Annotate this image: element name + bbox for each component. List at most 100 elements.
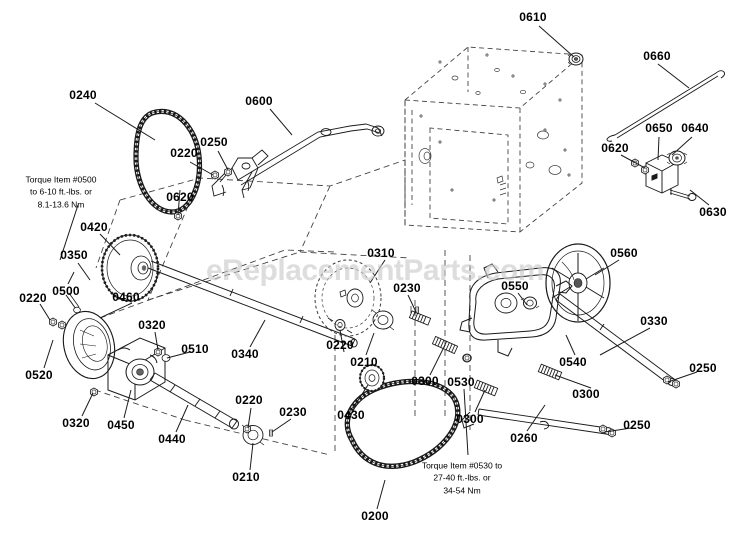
part-0500-bolt (65, 292, 81, 314)
leader-line (269, 108, 293, 136)
leader-line (123, 389, 132, 419)
part-callout-0630[interactable]: 0630 (699, 205, 727, 219)
torque-note-0530-line-2: 27-40 ft.-lbs. or (433, 472, 491, 483)
hardware-0250-right-upper (663, 375, 680, 389)
leader-line (369, 259, 386, 284)
part-0240-chain (133, 108, 203, 215)
leader-line (67, 271, 75, 285)
part-0630-bolt (669, 188, 697, 201)
part-0550-idler (520, 296, 540, 310)
part-callout-0650[interactable]: 0650 (645, 121, 673, 135)
part-callout-0230[interactable]: 0230 (393, 281, 421, 295)
part-callout-0600[interactable]: 0600 (245, 94, 273, 108)
part-0660-rod (606, 70, 726, 142)
leader-line (99, 302, 133, 319)
part-callout-0300[interactable]: 0300 (456, 412, 484, 426)
leader-line (671, 136, 693, 156)
part-callout-0560[interactable]: 0560 (610, 246, 638, 260)
housing-detail-marks (418, 53, 571, 202)
part-callout-0210[interactable]: 0210 (232, 470, 260, 484)
torque-note-0530-line-1: Torque Item #0530 to (421, 460, 503, 471)
leader-line (94, 102, 156, 141)
part-callout-0300[interactable]: 0300 (572, 387, 600, 401)
part-callout-0440[interactable]: 0440 (158, 432, 186, 446)
leader-line (565, 334, 576, 356)
part-callout-0220[interactable]: 0220 (19, 291, 47, 305)
part-callout-0620[interactable]: 0620 (601, 141, 629, 155)
part-0540-belt-cover (459, 263, 573, 357)
leader-line (177, 189, 181, 216)
leader-line (249, 319, 266, 348)
part-callout-0510[interactable]: 0510 (181, 342, 209, 356)
part-callout-0220[interactable]: 0220 (235, 393, 263, 407)
part-0330-rod (555, 293, 677, 386)
leader-line (166, 351, 191, 359)
leader-line (271, 418, 292, 433)
leader-line (189, 161, 214, 176)
leader-line (517, 292, 528, 306)
leader-line (689, 189, 710, 206)
part-callout-0540[interactable]: 0540 (559, 355, 587, 369)
part-0430-sprocket (358, 363, 386, 393)
part-callout-0320[interactable]: 0320 (138, 318, 166, 332)
part-callout-0640[interactable]: 0640 (681, 121, 709, 135)
part-callout-0520[interactable]: 0520 (25, 368, 53, 382)
part-0340-shaft (147, 260, 358, 348)
part-callout-0660[interactable]: 0660 (643, 49, 671, 63)
part-0640-knob (666, 150, 688, 166)
part-callout-0610[interactable]: 0610 (519, 10, 547, 24)
part-callout-0230[interactable]: 0230 (279, 405, 307, 419)
part-0560-pulley (545, 243, 611, 323)
part-callout-0220[interactable]: 0220 (326, 338, 354, 352)
leader-line (620, 154, 646, 169)
part-callout-0350[interactable]: 0350 (60, 248, 88, 262)
leader-line (657, 63, 690, 89)
part-callout-0310[interactable]: 0310 (367, 246, 395, 260)
part-0450-gearcase (107, 337, 166, 401)
part-callout-0220[interactable]: 0220 (170, 146, 198, 160)
leader-line (538, 25, 575, 58)
part-callout-0260[interactable]: 0260 (510, 431, 538, 445)
leader-line (429, 344, 446, 376)
leader-line (154, 331, 159, 351)
part-0310-friction-disc (314, 259, 382, 337)
part-callout-0200[interactable]: 0200 (361, 509, 389, 523)
hardware-0320-upper (154, 347, 171, 362)
leader-line (365, 332, 375, 356)
leader-line (175, 404, 189, 433)
part-0650-bracket (645, 154, 679, 194)
part-callout-0210[interactable]: 0210 (350, 355, 378, 369)
part-callout-0300[interactable]: 0300 (411, 374, 439, 388)
part-callout-0550[interactable]: 0550 (501, 279, 529, 293)
leader-line (667, 371, 698, 383)
part-callout-0450[interactable]: 0450 (107, 418, 135, 432)
leader-line (99, 233, 121, 256)
part-callout-0620[interactable]: 0620 (166, 190, 194, 204)
leader-line (599, 327, 651, 356)
leader-line (81, 392, 94, 417)
part-callout-0340[interactable]: 0340 (231, 347, 259, 361)
part-callout-0250[interactable]: 0250 (689, 361, 717, 375)
part-0460-friction-wheel (62, 310, 116, 380)
part-callout-0430[interactable]: 0430 (337, 408, 365, 422)
part-callout-0240[interactable]: 0240 (69, 88, 97, 102)
leader-line (247, 407, 252, 429)
part-callout-0460[interactable]: 0460 (112, 290, 140, 304)
part-callout-0530[interactable]: 0530 (447, 375, 475, 389)
leader-line (352, 384, 369, 409)
auger-housing-phantom (404, 46, 583, 233)
leader-lines (39, 25, 710, 510)
part-callout-0500[interactable]: 0500 (52, 284, 80, 298)
leader-line (217, 150, 229, 171)
part-callout-0320[interactable]: 0320 (62, 416, 90, 430)
part-callout-0420[interactable]: 0420 (80, 220, 108, 234)
part-callout-0250[interactable]: 0250 (200, 135, 228, 149)
part-callout-0330[interactable]: 0330 (640, 314, 668, 328)
part-callout-0250[interactable]: 0250 (623, 418, 651, 432)
part-0210-collar-mid (371, 309, 395, 331)
part-0440-hex-shaft (149, 372, 239, 430)
